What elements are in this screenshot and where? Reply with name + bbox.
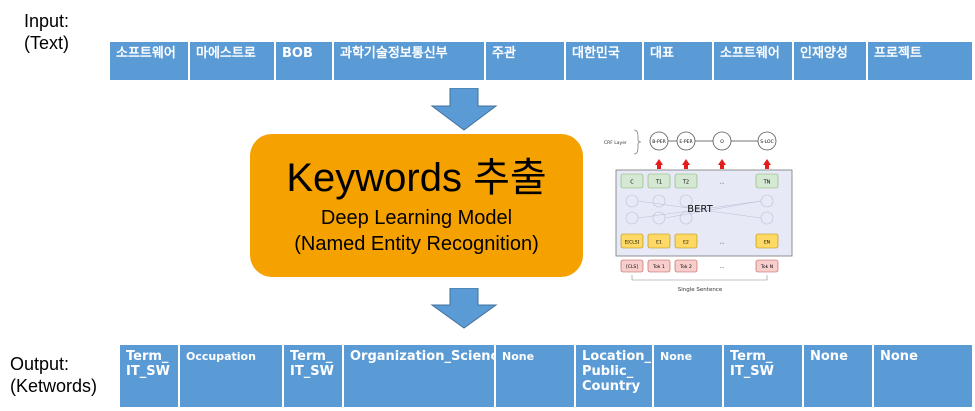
output-tag: None	[880, 349, 918, 364]
crf-node: B-PER	[649, 131, 669, 151]
svg-text:Tok 1: Tok 1	[652, 264, 665, 270]
output-tag: Term_ IT_SW	[120, 345, 180, 407]
e-token: E1	[647, 233, 671, 249]
t-ellipsis: ...	[720, 180, 725, 186]
sentence-bracket	[631, 275, 768, 281]
output-tag: Term_ IT_SW	[724, 345, 804, 407]
svg-text:EN: EN	[764, 240, 770, 246]
output-arrows	[655, 159, 771, 169]
output-label-line1: Output:	[10, 354, 70, 374]
svg-text:C: C	[630, 180, 634, 186]
e-token: E[CLS]	[620, 233, 644, 249]
bert-label: BERT	[687, 204, 713, 215]
crf-node: S-LOC	[757, 131, 777, 151]
down-arrow-bottom	[430, 288, 498, 329]
svg-text:E2: E2	[683, 240, 689, 246]
input-token-box: Tok 2	[674, 259, 698, 273]
input-label-line1: Input:	[24, 11, 70, 31]
output-label: Output: (Ketwords)	[10, 353, 97, 397]
t-token: C	[620, 173, 644, 189]
svg-text:Tok N: Tok N	[760, 264, 773, 270]
output-tag: Term_ IT_SW	[284, 345, 344, 407]
crf-brace	[633, 129, 642, 155]
t-token: TN	[755, 173, 779, 189]
output-tag: None	[496, 345, 576, 407]
svg-text:Tok 2: Tok 2	[679, 264, 692, 270]
input-token: BOB	[276, 42, 334, 80]
svg-text:O: O	[720, 139, 724, 145]
crf-node: E-PER	[676, 131, 696, 151]
input-ellipsis: ...	[720, 264, 725, 270]
svg-text:TN: TN	[763, 180, 771, 186]
svg-text:[CLS]: [CLS]	[626, 264, 638, 270]
crf-layer-label: CRF Layer	[604, 140, 627, 146]
input-token: 대한민국	[566, 42, 644, 80]
t-token: T2	[674, 173, 698, 189]
svg-text:T1: T1	[655, 180, 662, 186]
output-keyword-row: Term_ IT_SW Occupation Term_ IT_SW Organ…	[120, 345, 972, 407]
input-token: 대표	[644, 42, 714, 80]
svg-text:B-PER: B-PER	[652, 139, 665, 145]
e-ellipsis: ...	[720, 240, 725, 246]
output-tag: Location_ Public_ Country	[576, 345, 654, 407]
input-token-box: Tok 1	[647, 259, 671, 273]
input-token-row: 소프트웨어 마에스트로 BOB 과학기술정보통신부 주관 대한민국 대표 소프트…	[110, 42, 972, 80]
input-token: 인재양성	[794, 42, 868, 80]
input-label-line2: (Text)	[24, 33, 69, 53]
svg-text:E[CLS]: E[CLS]	[625, 240, 640, 246]
e-token: EN	[755, 233, 779, 249]
svg-text:E-PER: E-PER	[679, 139, 692, 145]
svg-text:S-LOC: S-LOC	[760, 139, 774, 145]
input-token: 마에스트로	[190, 42, 276, 80]
t-token: T1	[647, 173, 671, 189]
box-title: Keywords 추출	[286, 155, 547, 200]
input-label: Input: (Text)	[24, 10, 69, 54]
input-token: 소프트웨어	[714, 42, 794, 80]
single-sentence-caption: Single Sentence	[678, 287, 723, 293]
svg-text:T2: T2	[682, 180, 689, 186]
crf-node: O	[712, 131, 732, 151]
bert-hidden-units	[625, 194, 774, 225]
keyword-extraction-box: Keywords 추출 Deep Learning Model (Named E…	[250, 134, 583, 277]
bert-ner-figure: CRF Layer B-PER E-PER O S-LOC BERT C	[604, 129, 793, 293]
e-token: E2	[674, 233, 698, 249]
box-subtitle-model: Deep Learning Model	[320, 206, 513, 229]
down-arrow-top	[430, 88, 498, 131]
input-token-box: [CLS]	[620, 259, 644, 273]
input-token: 소프트웨어	[110, 42, 190, 80]
input-token: 주관	[486, 42, 566, 80]
output-tag: Organization_Science	[344, 345, 496, 407]
output-tag: None	[654, 345, 724, 407]
output-label-line2: (Ketwords)	[10, 376, 98, 396]
input-token-box: Tok N	[755, 259, 779, 273]
input-token: 프로젝트	[874, 46, 922, 61]
input-token: 과학기술정보통신부	[334, 42, 486, 80]
box-subtitle-ner: (Named Entity Recognition)	[294, 232, 539, 255]
output-tag: Occupation	[180, 345, 284, 407]
output-tag: None	[804, 345, 874, 407]
svg-text:E1: E1	[656, 240, 662, 246]
